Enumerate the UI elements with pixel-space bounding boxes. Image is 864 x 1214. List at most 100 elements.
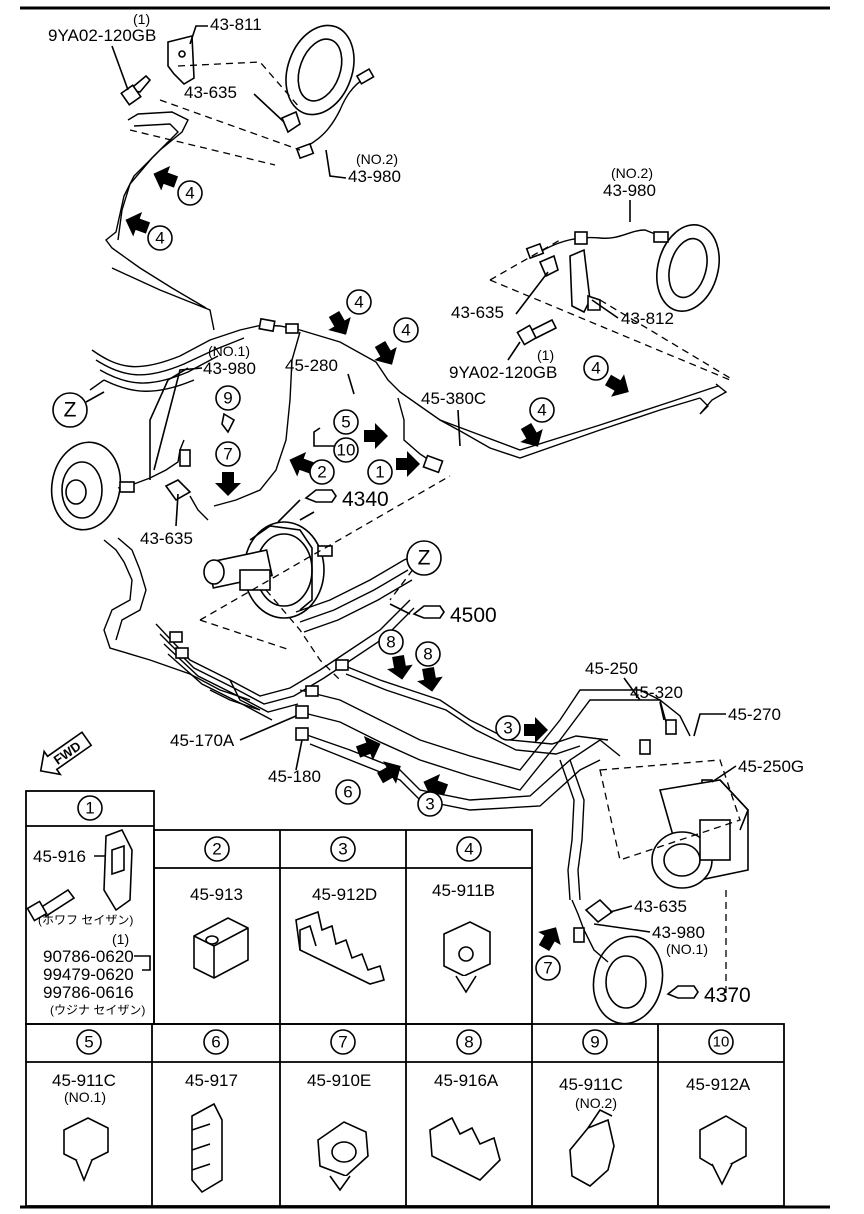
table-num-1: 1	[85, 799, 94, 818]
table-num-3: 3	[338, 840, 347, 859]
leader	[111, 45, 129, 91]
clip-bottom-label: 43-635	[634, 897, 687, 916]
bolt-90786-0620-label: 90786-0620	[43, 947, 134, 966]
part-45-912a-label: 45-912A	[686, 1075, 751, 1094]
table-num-6: 6	[211, 1033, 220, 1052]
table-num-2: 2	[212, 840, 221, 859]
callout-8: 8	[423, 645, 432, 664]
table-num-8: 8	[464, 1033, 473, 1052]
part-45-911b-label: 45-911B	[432, 881, 495, 900]
right-rear-brake	[571, 890, 727, 1025]
hose-bottom-no: (NO.1)	[666, 941, 708, 957]
callout-4: 4	[155, 229, 164, 248]
table-part-labels: 45-916 (ホワフ セイザン) (1) 90786-0620 99479-0…	[33, 847, 751, 1111]
callout-3: 3	[425, 795, 434, 814]
callout-8: 8	[386, 633, 395, 652]
table-cell-numbers: 1 2 3 4 5 6 7 8 9 10	[76, 795, 734, 1055]
top-left-brake-assembly	[105, 24, 375, 309]
callout-5: 5	[341, 413, 350, 432]
left-pipe-bundle	[89, 267, 263, 392]
hose-top-right-label: 43-980	[603, 181, 656, 200]
table-num-9: 9	[590, 1033, 599, 1052]
callout-9: 9	[223, 389, 232, 408]
booster-dash-line-b	[199, 619, 291, 651]
cell1-qty: (1)	[112, 931, 129, 947]
clip-top-left-label: 43-635	[184, 83, 237, 102]
fwd-arrow: FWD	[39, 731, 93, 776]
parts-table	[25, 790, 785, 1207]
bracket-43-812-label: 43-812	[621, 309, 674, 328]
hose-bottom-label: 43-980	[652, 923, 705, 942]
left-front-brake	[50, 367, 209, 531]
pipe-45-280-label: 45-280	[285, 356, 338, 375]
callout-4: 4	[537, 401, 546, 420]
hcu-abs-unit	[599, 759, 749, 889]
hose-left-no: (NO.1)	[208, 343, 250, 359]
zone-z-marker-mid: Z	[406, 540, 442, 576]
zone-z-label: Z	[64, 399, 77, 422]
table-part-drawings	[26, 828, 747, 1194]
ref-4370: 4370	[666, 984, 751, 1007]
ref-4370-label: 4370	[704, 984, 751, 1007]
pipe-45-270-label: 45-270	[728, 705, 781, 724]
top-right-brake-assembly	[439, 223, 731, 451]
booster-dash-line-c	[265, 589, 341, 681]
bolt-top-qty: (1)	[133, 11, 150, 27]
part-45-911c-no1-note: (NO.1)	[64, 1089, 106, 1105]
callout-3: 3	[503, 719, 512, 738]
ref-4500-label: 4500	[450, 604, 497, 627]
callout-2: 2	[317, 463, 326, 482]
clip-45-912d-drawing	[295, 910, 385, 985]
zone-z-label-mid: Z	[418, 547, 431, 570]
bolt-99786-0616-label: 99786-0616	[43, 983, 134, 1002]
clip-45-911c-no2-drawing	[569, 1118, 615, 1187]
ref-4340-label: 4340	[342, 488, 389, 511]
table-num-10: 10	[713, 1034, 730, 1051]
callout-6: 6	[343, 783, 352, 802]
table-num-7: 7	[338, 1033, 347, 1052]
part-45-910e-label: 45-910E	[307, 1071, 371, 1090]
clip-right-label: 43-635	[451, 303, 504, 322]
pipes-45-280-45-380c	[213, 317, 701, 507]
part-45-917-label: 45-917	[185, 1071, 238, 1090]
pipe-45-250g-label: 45-250G	[738, 757, 804, 776]
bolt-right-qty: (1)	[537, 347, 554, 363]
callout-4: 4	[354, 293, 363, 312]
clip-45-911b-drawing	[443, 921, 491, 977]
hose-top-left-label: 43-980	[348, 167, 401, 186]
part-45-911c-no1-label: 45-911C	[52, 1071, 116, 1090]
part-45-916-label: 45-916	[33, 847, 86, 866]
callout-10: 10	[337, 441, 356, 460]
clip-45-912a-drawing	[699, 1115, 747, 1171]
clip-45-916a-drawing	[429, 1116, 501, 1181]
hose-top-left-no: (NO.2)	[356, 151, 398, 167]
clip-45-916-drawing	[103, 828, 133, 912]
pipe-45-250-label: 45-250	[585, 659, 638, 678]
ref-4340: 4340	[277, 488, 389, 523]
clip-left-label: 43-635	[140, 529, 193, 548]
callout-1: 1	[375, 463, 384, 482]
lower-pipe-bundle	[103, 537, 417, 721]
table-num-4: 4	[464, 840, 473, 859]
bolt-right-part-no: 9YA02-120GB	[449, 363, 557, 382]
callout-4: 4	[591, 359, 600, 378]
callout-markers: 4 4 4 4 4 4 9 7 5 10 2 1 8 8 3 3	[121, 161, 636, 981]
callout-7: 7	[543, 959, 552, 978]
part-45-911c-no2-note: (NO.2)	[575, 1095, 617, 1111]
clip-45-910e-drawing	[317, 1121, 369, 1177]
brake-booster-master-cylinder	[203, 511, 333, 619]
clip-45-917-drawing	[191, 1102, 223, 1194]
booster-dash-line-d	[389, 559, 421, 601]
clip-45-913-drawing	[193, 917, 249, 979]
part-45-911c-no2-label: 45-911C	[559, 1075, 623, 1094]
pipes-to-hcu	[295, 659, 713, 901]
pipe-45-180-label: 45-180	[268, 767, 321, 786]
ref-4500: 4500	[389, 603, 497, 627]
part-45-912d-label: 45-912D	[312, 885, 377, 904]
bracket-43-811-label: 43-811	[210, 15, 262, 34]
pipe-45-170a-label: 45-170A	[170, 731, 235, 750]
bolt-99479-0620-label: 99479-0620	[43, 965, 134, 984]
cell1-jp-note-1: (ホワフ セイザン)	[38, 913, 133, 927]
part-45-916a-label: 45-916A	[434, 1071, 499, 1090]
